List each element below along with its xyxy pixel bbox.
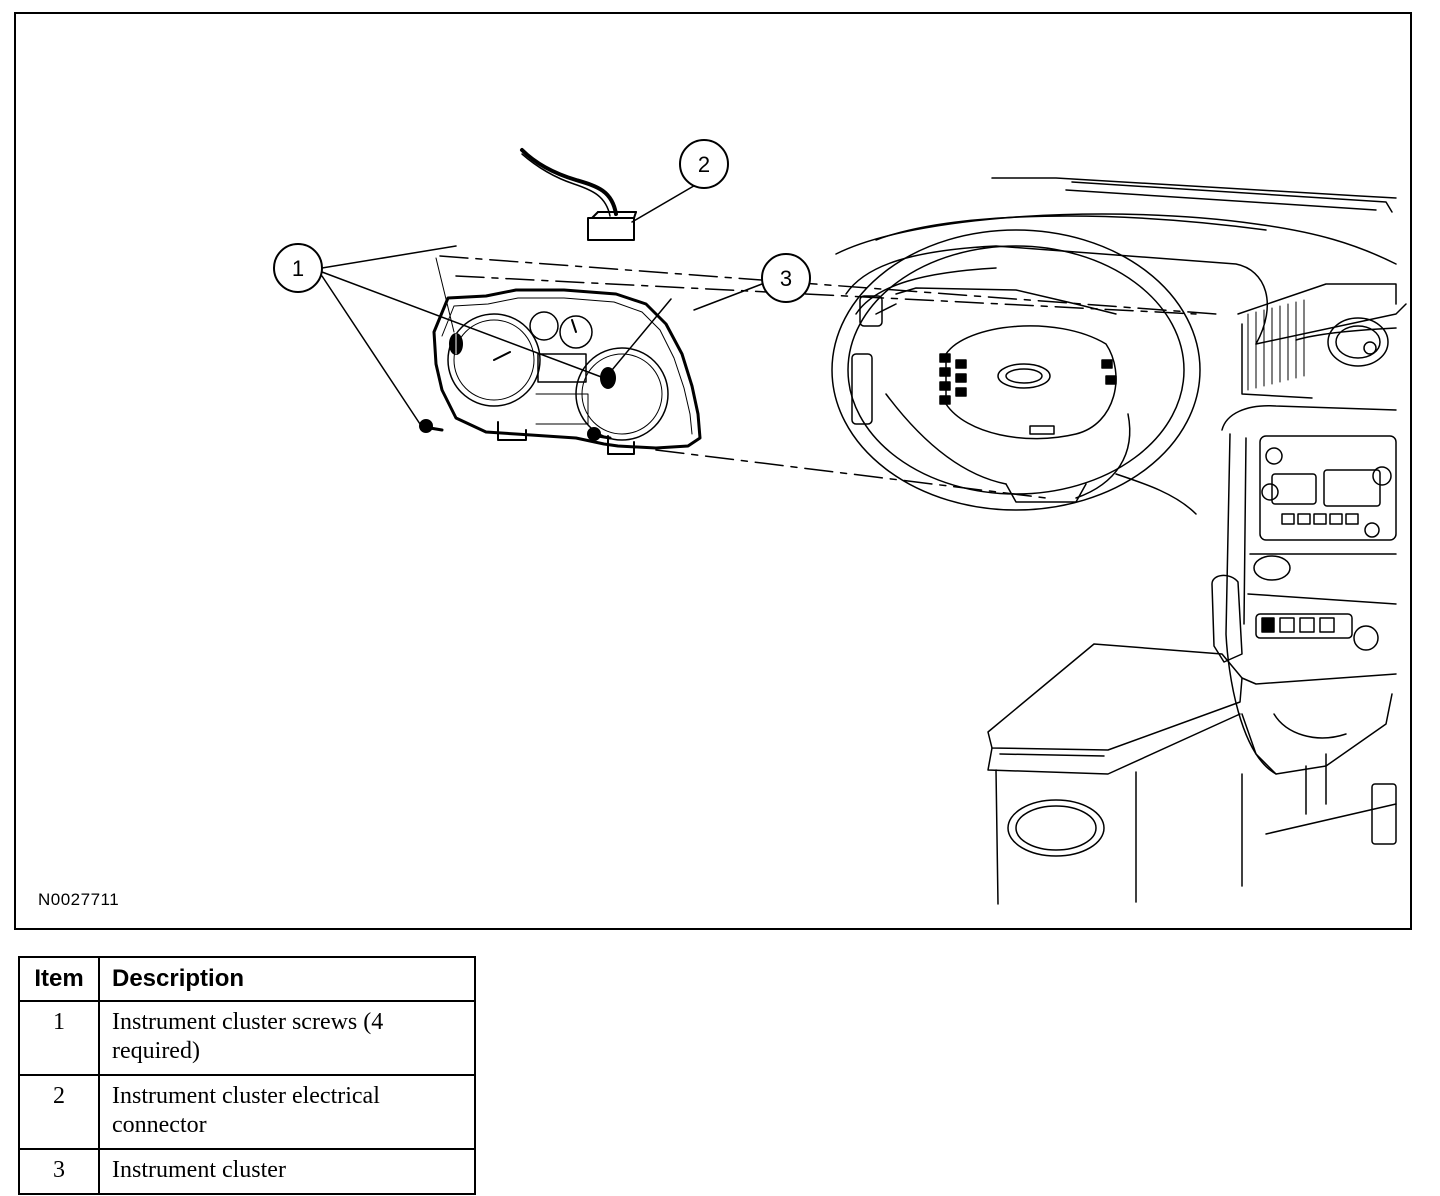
item-description: Instrument cluster screws (4 required) — [98, 1000, 476, 1076]
table-row: 3 Instrument cluster — [18, 1148, 476, 1195]
center-vent — [1247, 299, 1305, 391]
callout-2-label: 2 — [698, 152, 710, 177]
callout-2: 2 — [679, 139, 729, 189]
radio-buttons — [1261, 483, 1380, 538]
instrument-cluster — [432, 288, 702, 455]
header-item: Item — [18, 956, 100, 1002]
screw — [449, 333, 463, 355]
alignment-lines — [439, 255, 1217, 499]
figure-id: N0027711 — [38, 890, 120, 909]
item-number: 2 — [18, 1074, 100, 1150]
callout-3-label: 3 — [780, 266, 792, 291]
header-description: Description — [98, 956, 476, 1002]
callout-1-label: 1 — [292, 256, 304, 281]
screw — [587, 427, 612, 441]
cluster-screws — [419, 257, 672, 441]
callout-3: 3 — [761, 253, 811, 303]
electrical-connector — [520, 148, 637, 241]
exploded-view-figure: 1 2 3 N0027711 — [14, 12, 1412, 930]
screw — [600, 367, 616, 389]
instrument-panel-drawing — [831, 177, 1407, 905]
callout-leaders — [321, 179, 763, 425]
climate-buttons — [1261, 617, 1335, 633]
item-number: 3 — [18, 1148, 100, 1195]
item-description: Instrument cluster — [98, 1148, 476, 1195]
item-number: 1 — [18, 1000, 100, 1076]
legend-table: Item Description 1 Instrument cluster sc… — [18, 956, 476, 1195]
legend-header-row: Item Description — [18, 956, 476, 1002]
line-drawing: 1 2 3 — [273, 139, 1407, 905]
wheel-switches — [939, 353, 1117, 405]
table-row: 2 Instrument cluster electrical connecto… — [18, 1074, 476, 1150]
screw — [419, 419, 444, 433]
item-description: Instrument cluster electrical connector — [98, 1074, 476, 1150]
callout-1: 1 — [273, 243, 323, 293]
table-row: 1 Instrument cluster screws (4 required) — [18, 1000, 476, 1076]
